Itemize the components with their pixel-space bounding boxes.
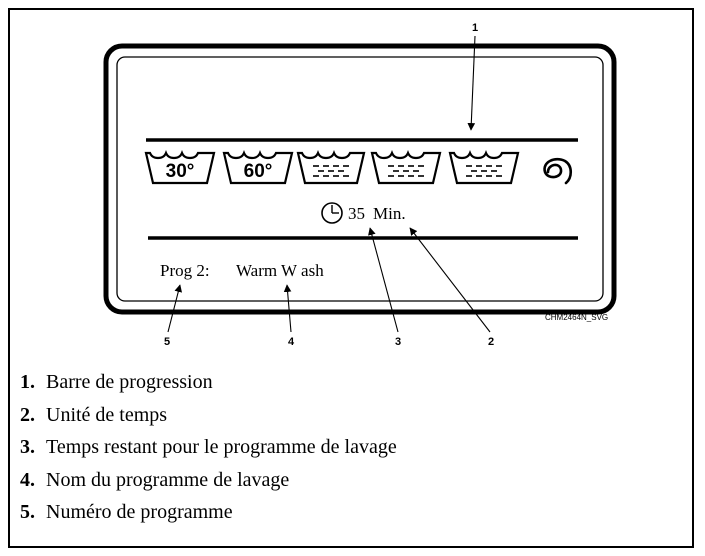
- legend-number: 2.: [20, 403, 35, 426]
- legend-item: 5. Numéro de programme: [20, 496, 397, 529]
- callout-number: 4: [288, 336, 295, 348]
- wash-tub-30-icon: 30°: [144, 150, 216, 185]
- clock-icon: [321, 202, 343, 224]
- legend-number: 5.: [20, 501, 35, 524]
- time-unit: Min.: [373, 204, 406, 223]
- time-remaining: 35: [348, 204, 365, 223]
- legend-text: Unité de temps: [46, 403, 168, 426]
- callout-number: 5: [164, 336, 170, 348]
- legend-number: 3.: [20, 436, 35, 459]
- tub-temp-label: 30°: [166, 161, 195, 182]
- figure-frame: [8, 8, 694, 548]
- wash-tub-icon: [296, 150, 366, 185]
- callout-leader-3: [368, 227, 399, 333]
- tub-temp-label: 60°: [244, 161, 273, 182]
- legend-item: 1. Barre de progression: [20, 366, 397, 399]
- figure-code: CHM2464N_SVG: [545, 313, 608, 322]
- spin-icon: [543, 157, 573, 185]
- legend-item: 4. Nom du programme de lavage: [20, 464, 397, 497]
- callout-leader-2: [409, 227, 491, 333]
- legend-item: 2. Unité de temps: [20, 399, 397, 432]
- callout-leader-5: [167, 284, 183, 333]
- legend-number: 4.: [20, 468, 35, 491]
- display-bezel-outer: [103, 43, 617, 315]
- legend-item: 3. Temps restant pour le programme de lav…: [20, 431, 397, 464]
- wash-tub-icon: [370, 150, 442, 185]
- callout-number: 3: [395, 336, 401, 348]
- legend-text: Temps restant pour le programme de lavag…: [46, 436, 397, 459]
- legend-text: Barre de progression: [46, 371, 213, 393]
- callout-number: 2: [488, 336, 494, 348]
- legend-text: Nom du programme de lavage: [46, 468, 290, 491]
- legend-text: Numéro de programme: [46, 501, 233, 524]
- program-name: Warm W ash: [236, 261, 324, 280]
- program-number: Prog 2:: [160, 261, 210, 280]
- callout-leader-4: [283, 284, 292, 333]
- callout-leader-1: [467, 35, 476, 131]
- legend-list: 1.Barre de progression 2.Unité de temps …: [20, 366, 397, 529]
- wash-tub-60-icon: 60°: [222, 150, 294, 185]
- wash-tub-icon: [448, 150, 520, 185]
- callout-number: 1: [472, 22, 478, 34]
- legend-number: 1.: [20, 371, 35, 393]
- display-screen: [116, 56, 604, 302]
